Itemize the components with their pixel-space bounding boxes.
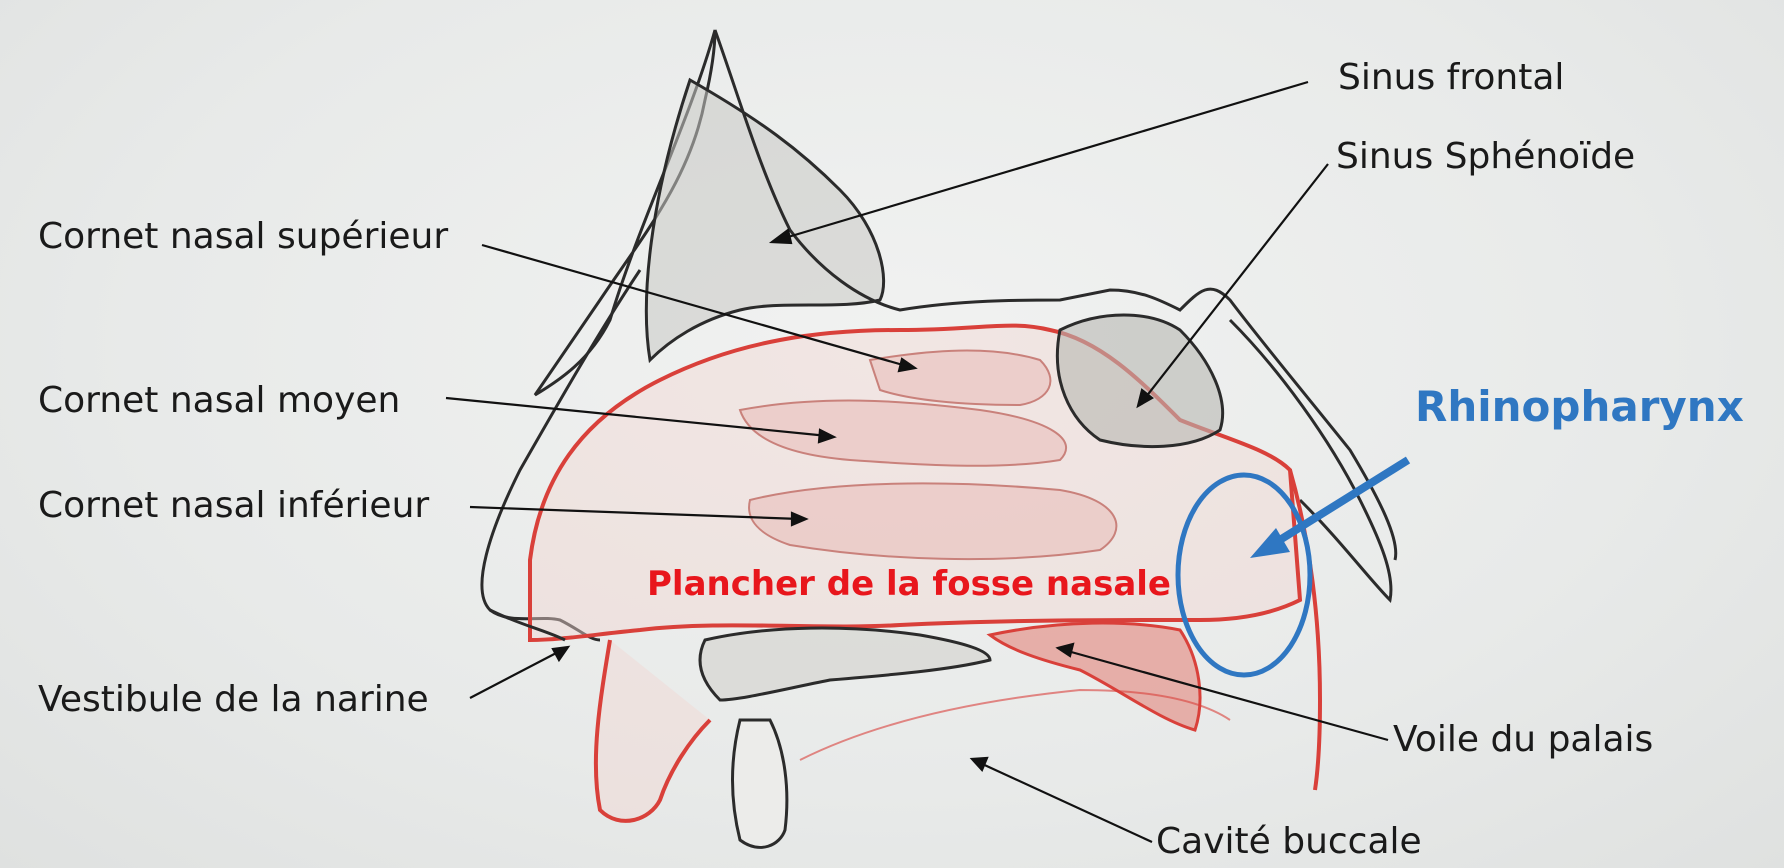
label-rhinopharynx: Rhinopharynx [1415, 386, 1744, 428]
label-sinus-frontal: Sinus frontal [1338, 60, 1564, 96]
hard-palate-bone [700, 628, 990, 700]
label-voile-palais: Voile du palais [1393, 722, 1653, 758]
label-cornet-moyen: Cornet nasal moyen [38, 383, 400, 419]
rhinopharynx-arrow-shaft [1275, 460, 1408, 543]
leader-sinus-frontal [778, 82, 1308, 240]
soft-palate-shape [990, 623, 1200, 730]
leader-voile-palais [1064, 650, 1388, 740]
arrowhead-vestibule [553, 647, 568, 660]
label-cornet-inferieur: Cornet nasal inférieur [38, 488, 429, 524]
leader-cavite-buccale [978, 762, 1152, 842]
leader-vestibule [470, 650, 562, 698]
leader-sinus-sphenoide [1142, 164, 1328, 402]
upper-lip [596, 640, 710, 821]
incisor-tooth [733, 720, 787, 847]
label-plancher: Plancher de la fosse nasale [647, 567, 1171, 601]
turbinate-inferior [749, 483, 1116, 559]
label-vestibule: Vestibule de la narine [38, 682, 429, 718]
label-sinus-sphenoide: Sinus Sphénoïde [1336, 139, 1635, 175]
arrowhead-cavite-buccale [972, 758, 987, 770]
label-cavite-buccale: Cavité buccale [1156, 824, 1422, 860]
label-cornet-superieur: Cornet nasal supérieur [38, 219, 448, 255]
